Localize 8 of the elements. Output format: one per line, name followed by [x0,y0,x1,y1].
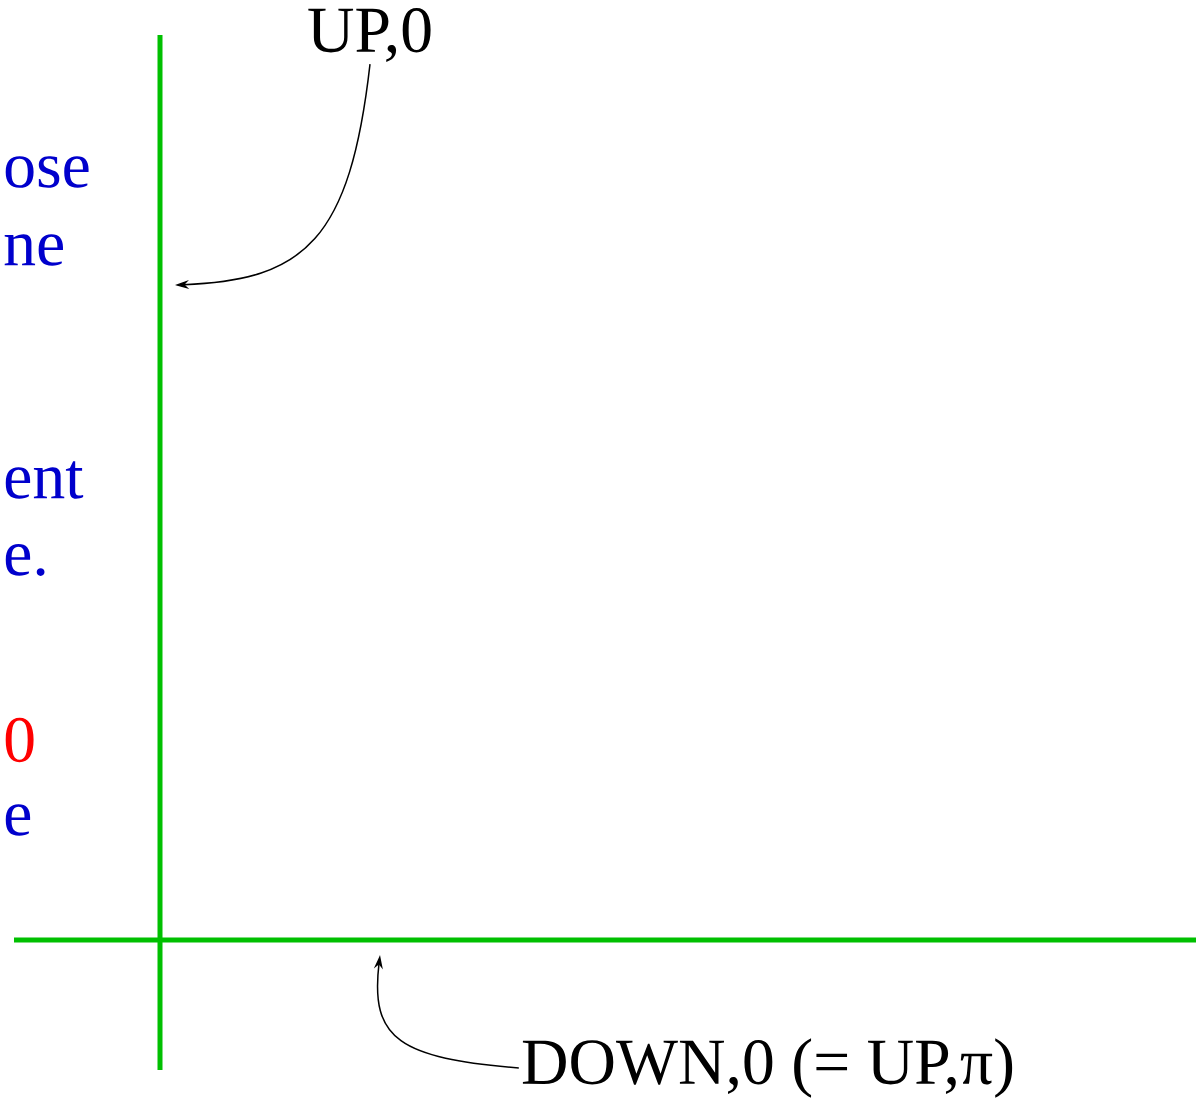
text-fragment: ose [5,156,89,188]
text-fragment: ent [5,461,84,499]
text-fragment: e [5,804,31,836]
text-fragment: ne [4,234,63,266]
axis-label: DOWN,0 (= UP,π) [522,1038,1013,1098]
text-fragment: 0 [5,717,34,763]
text-fragment: e. [5,544,45,576]
axis-label: UP,0 [308,8,431,62]
